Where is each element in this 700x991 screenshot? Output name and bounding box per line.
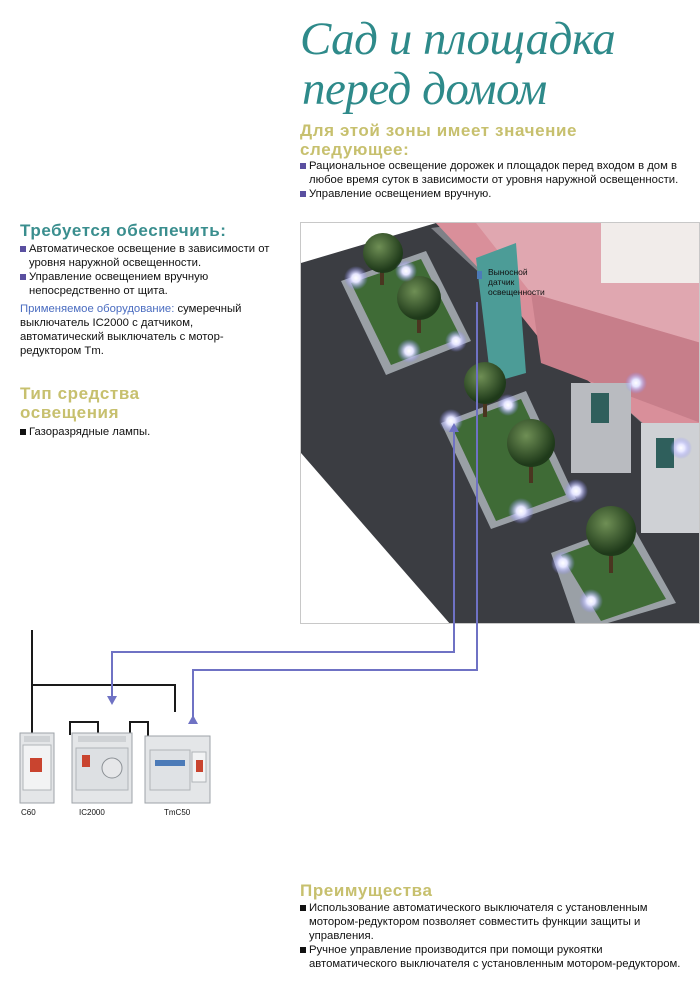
- tree: [586, 506, 636, 573]
- equipment-text: Применяемое оборудование: сумеречный вык…: [20, 303, 242, 357]
- c60-device: [19, 732, 55, 804]
- c60-label: C60: [21, 808, 36, 817]
- list-item: Ручное управление производится при помощ…: [300, 943, 692, 971]
- tree: [363, 233, 403, 285]
- advantages-list: Использование автоматического выключател…: [300, 901, 692, 971]
- requirements-heading: Требуется обеспечить:: [20, 221, 227, 240]
- ic2000-label: IC2000: [79, 808, 105, 817]
- garden-illustration: Выносной датчик освещенности: [300, 222, 700, 624]
- page-title: Сад и площадка перед домом: [300, 13, 616, 115]
- lighting-heading: Тип средства освещения: [20, 384, 140, 422]
- list-item: Использование автоматического выключател…: [300, 901, 692, 943]
- sensor-label: Выносной датчик освещенности: [488, 267, 545, 297]
- zone-heading: Для этой зоны имеет значение следующее:: [300, 121, 578, 159]
- list-item: Управление освещением вручную.: [300, 187, 692, 201]
- tree: [507, 419, 555, 483]
- building: [436, 223, 699, 533]
- list-item: Автоматическое освещение в зависимости о…: [20, 242, 286, 270]
- list-item: Рациональное освещение дорожек и площадо…: [300, 159, 692, 187]
- lighting-list: Газоразрядные лампы.: [20, 425, 280, 439]
- tmc50-label: TmC50: [164, 808, 191, 817]
- tmc50-device: [144, 735, 211, 804]
- list-item: Управление освещением вручную непосредст…: [20, 270, 286, 298]
- advantages-heading: Преимущества: [300, 881, 433, 900]
- equipment-label: Применяемое оборудование:: [20, 303, 175, 315]
- list-item: Газоразрядные лампы.: [20, 425, 280, 439]
- ic2000-device: [71, 732, 133, 804]
- requirements-list: Автоматическое освещение в зависимости о…: [20, 242, 286, 298]
- light-sensor: [477, 271, 482, 279]
- zone-list: Рациональное освещение дорожек и площадо…: [300, 159, 692, 201]
